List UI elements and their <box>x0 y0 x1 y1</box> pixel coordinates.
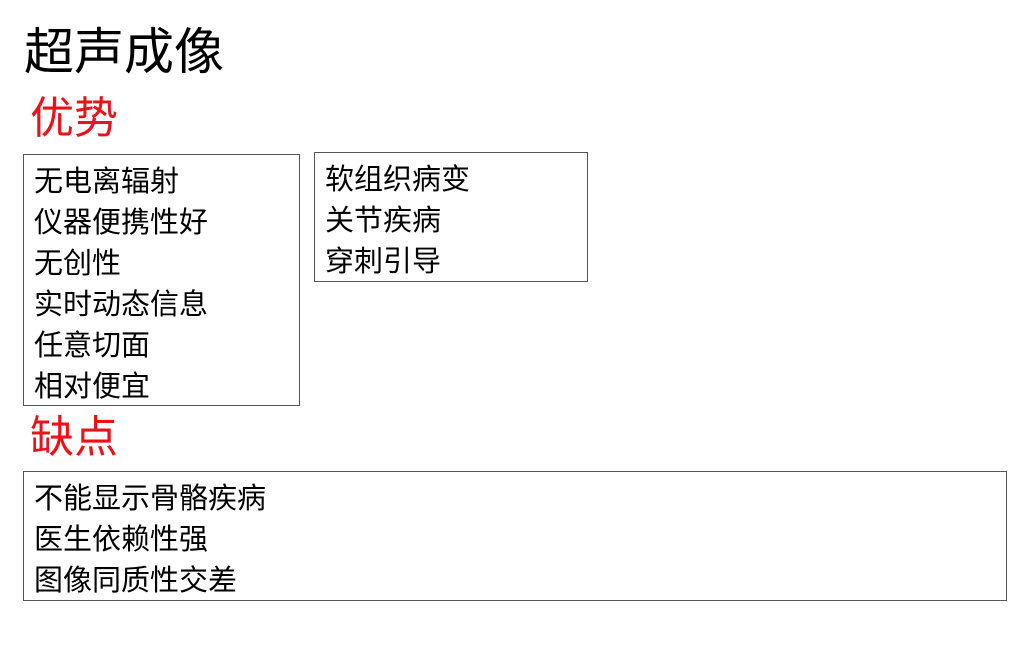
advantage-item: 实时动态信息 <box>34 287 209 321</box>
advantages-heading: 优势 <box>30 93 118 144</box>
advantage-item: 仪器便携性好 <box>34 205 209 239</box>
disadvantage-item: 不能显示骨骼疾病 <box>34 481 267 515</box>
applications-box: 软组织病变 关节疾病 穿刺引导 <box>314 152 588 282</box>
advantages-box: 无电离辐射 仪器便携性好 无创性 实时动态信息 任意切面 相对便宜 <box>23 154 300 406</box>
disadvantage-item: 图像同质性交差 <box>34 563 238 597</box>
advantage-item: 任意切面 <box>34 328 151 362</box>
advantage-item: 无创性 <box>34 246 122 280</box>
application-item: 软组织病变 <box>325 162 471 196</box>
application-item: 穿刺引导 <box>325 244 442 278</box>
advantage-item: 相对便宜 <box>34 369 151 403</box>
advantage-item: 无电离辐射 <box>34 164 180 198</box>
page-title: 超声成像 <box>24 23 224 81</box>
disadvantage-item: 医生依赖性强 <box>34 522 209 556</box>
disadvantages-box: 不能显示骨骼疾病 医生依赖性强 图像同质性交差 <box>23 471 1007 601</box>
application-item: 关节疾病 <box>325 203 442 237</box>
disadvantages-heading: 缺点 <box>30 412 118 463</box>
